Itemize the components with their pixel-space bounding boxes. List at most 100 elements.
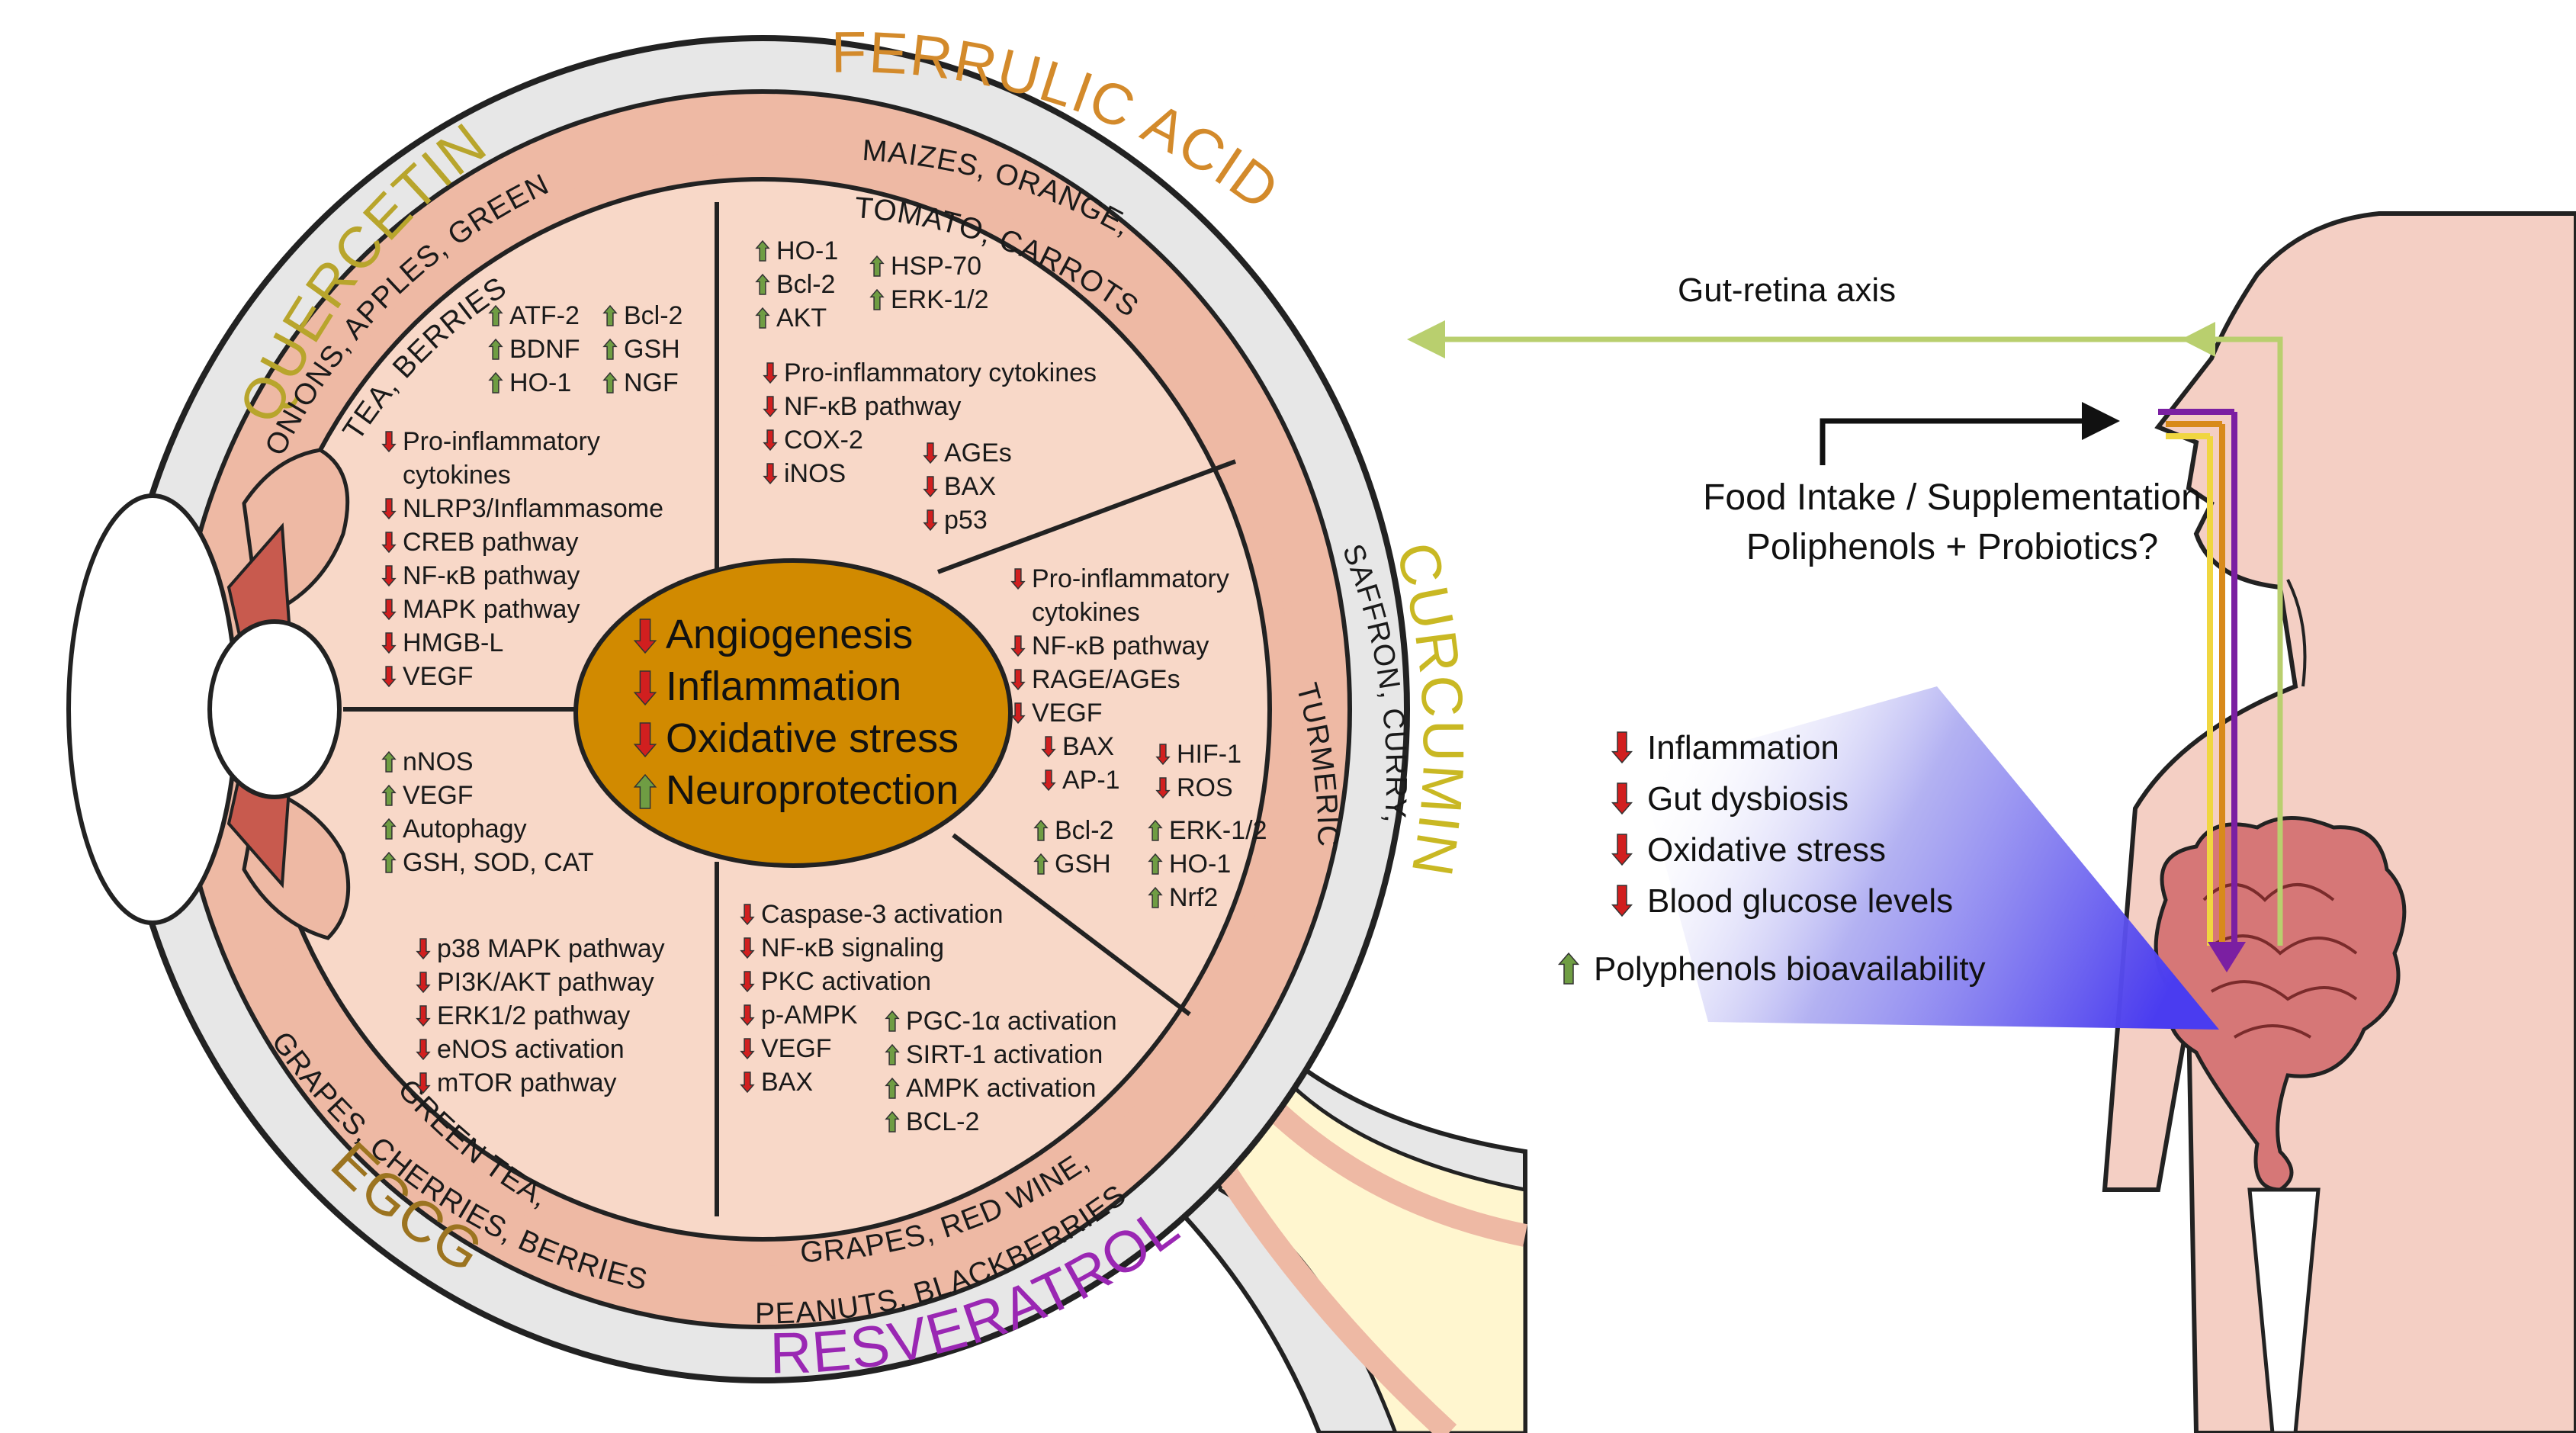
ferulic-up-b-item: ERK-1/2 — [891, 285, 989, 314]
resveratrol-down-a-item: p-AMPK — [761, 1001, 858, 1030]
curcumin-down-a-item: NF-κB pathway — [1032, 631, 1209, 660]
up-arrow-icon — [381, 784, 397, 806]
egcg-up-item: Autophagy — [403, 814, 527, 843]
body-groin — [2247, 1187, 2321, 1433]
ferulic-down-a-item: COX-2 — [784, 426, 863, 455]
quercetin-up-a-item: ATF-2 — [509, 301, 580, 330]
up-arrow-icon — [1033, 819, 1049, 841]
down-arrow-icon — [381, 565, 397, 587]
up-arrow-icon — [869, 288, 885, 310]
resveratrol-up-item: PGC-1α activation — [906, 1007, 1117, 1036]
quercetin-up-b-item: GSH — [624, 335, 680, 364]
up-arrow-icon — [885, 1043, 900, 1065]
quercetin-up-b-item: Bcl-2 — [624, 301, 683, 330]
curcumin-down-b-item: BAX — [1062, 732, 1114, 761]
curcumin-down-a-item: cytokines — [1032, 598, 1140, 627]
digestive-arrow-head — [2208, 942, 2246, 972]
resveratrol-up-item: SIRT-1 activation — [906, 1040, 1103, 1069]
body-head — [2102, 211, 2576, 1433]
gut-effect-inflammation: Inflammation — [1647, 729, 1839, 766]
down-arrow-icon — [381, 599, 397, 621]
axis-line — [1434, 336, 2283, 946]
up-arrow-icon — [602, 304, 618, 326]
ferulic-down-b-item: BAX — [944, 472, 996, 501]
egcg-up-item: nNOS — [403, 747, 474, 776]
up-arrow-icon — [488, 338, 503, 360]
up-arrow-icon — [755, 273, 770, 295]
neuroprotection-up-arrow-icon — [633, 773, 657, 809]
resveratrol-down-a-item: Caspase-3 activation — [761, 900, 1004, 929]
intestine-loops — [2202, 883, 2358, 1039]
angiogenesis-down-arrow-icon — [633, 619, 657, 654]
gut-retina-axis-label: Gut-retina axis — [1678, 271, 1896, 309]
egcg-down-item: ERK1/2 pathway — [437, 1001, 630, 1030]
down-arrow-icon — [1010, 669, 1026, 691]
curcumin-up-b-item: ERK-1/2 — [1169, 816, 1267, 845]
center-ellipse — [573, 558, 1013, 868]
center-angiogenesis: Angiogenesis — [666, 612, 913, 657]
down-arrow-icon — [416, 972, 431, 994]
down-arrow-icon — [923, 509, 938, 532]
up-arrow-icon — [885, 1010, 900, 1032]
axis-arrow-mid — [2181, 322, 2215, 357]
resveratrol-down-a-item: VEGF — [761, 1034, 832, 1063]
down-arrow-icon — [381, 498, 397, 520]
up-arrow-icon — [381, 851, 397, 873]
curcumin-up-a-item: GSH — [1055, 850, 1111, 879]
up-arrow-icon — [488, 304, 503, 326]
down-arrow-icon — [381, 632, 397, 654]
intestine-outline — [2154, 816, 2407, 1192]
quercetin-down-item: HMGB-L — [403, 628, 503, 657]
ferulic-up-b-item: HSP-70 — [891, 252, 981, 281]
curcumin-down-a-item: RAGE/AGEs — [1032, 665, 1180, 694]
food-arrow-head — [2082, 402, 2120, 440]
gut-oxidative-down-arrow-icon — [1611, 834, 1633, 866]
resveratrol-up-item: AMPK activation — [906, 1074, 1096, 1103]
gut-retina-axis-arrow — [1407, 320, 2283, 946]
down-arrow-icon — [1010, 702, 1026, 725]
resveratrol-down-a-item: PKC activation — [761, 967, 931, 996]
gut-glucose-down-arrow-icon — [1611, 885, 1633, 917]
ferulic-up-a-item: Bcl-2 — [776, 270, 835, 299]
egcg-down-item: PI3K/AKT pathway — [437, 968, 654, 997]
up-arrow-icon — [755, 239, 770, 262]
egcg-down-item: eNOS activation — [437, 1035, 625, 1064]
axis-arrow-head — [1407, 320, 1445, 358]
up-arrow-icon — [381, 750, 397, 773]
down-arrow-icon — [740, 971, 755, 993]
up-arrow-icon — [755, 307, 770, 329]
curcumin-up-b-item: HO-1 — [1169, 850, 1231, 879]
curcumin-up-a-item: Bcl-2 — [1055, 816, 1113, 845]
quercetin-up-b-item: NGF — [624, 368, 679, 397]
curcumin-down-c-item: ROS — [1177, 773, 1233, 802]
curcumin-down-a-item: Pro-inflammatory — [1032, 564, 1229, 593]
gut-effect-arrows — [1557, 731, 1633, 985]
center-inflammation: Inflammation — [666, 663, 901, 709]
food-line — [1820, 418, 2086, 465]
down-arrow-icon — [923, 476, 938, 498]
up-arrow-icon — [885, 1110, 900, 1133]
ferulic-up-a-item: AKT — [776, 304, 827, 333]
down-arrow-icon — [1010, 568, 1026, 590]
down-arrow-icon — [1010, 635, 1026, 657]
effect-beam — [1640, 686, 2219, 1030]
down-arrow-icon — [763, 429, 778, 451]
gut-effect-oxidative-stress: Oxidative stress — [1647, 831, 1886, 869]
down-arrow-icon — [740, 937, 755, 959]
down-arrow-icon — [1041, 770, 1056, 792]
divider-right-bottom — [952, 833, 1191, 1017]
up-arrow-icon — [885, 1077, 900, 1099]
resveratrol-up-item: BCL-2 — [906, 1107, 979, 1136]
up-arrow-icon — [1033, 853, 1049, 875]
effect-lists: ATF-2BDNFHO-1Bcl-2GSHNGFPro-inflammatory… — [381, 236, 1267, 1136]
ferulic-down-b-item: p53 — [944, 506, 988, 535]
body-neck-line — [2286, 579, 2307, 687]
quercetin-down-item: CREB pathway — [403, 528, 579, 557]
ferulic-down-a-item: Pro-inflammatory cytokines — [784, 358, 1097, 387]
gut-inflammation-down-arrow-icon — [1611, 731, 1633, 764]
human-body — [2102, 211, 2576, 1433]
down-arrow-icon — [740, 1072, 755, 1094]
up-arrow-icon — [488, 371, 503, 394]
down-arrow-icon — [416, 1005, 431, 1027]
